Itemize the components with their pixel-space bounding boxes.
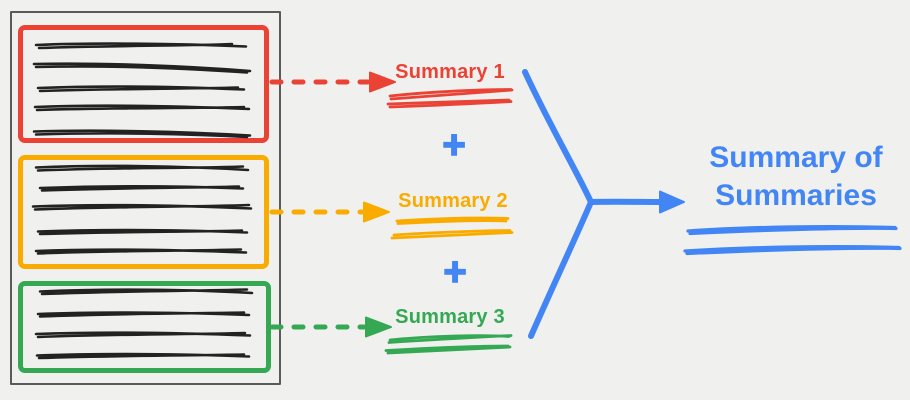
merge-arrow [522, 69, 685, 339]
result-scribble [683, 245, 902, 256]
summary-of-summaries-label: Summary of Summaries [709, 141, 883, 212]
merge-line-top [522, 69, 594, 205]
text-line-scribble [38, 185, 245, 192]
dashed-arrow-red [269, 71, 396, 93]
summary-1-scribble [386, 88, 514, 109]
summary-3-scribble [384, 334, 513, 355]
text-line-scribble [38, 288, 254, 296]
source-document [10, 11, 281, 385]
text-line-scribble [35, 352, 251, 360]
summary-1-label: Summary 1 [395, 61, 505, 83]
text-line-scribble [36, 228, 249, 236]
section-1-text-scribbles [32, 42, 252, 139]
text-line-scribble [32, 129, 252, 139]
text-line-scribble [34, 164, 250, 172]
summary-2-scribble [390, 216, 514, 240]
dashed-arrow-green [269, 316, 392, 338]
plus-operator-2: + [443, 250, 466, 294]
dashed-arrow-red-head [369, 71, 396, 93]
section-2-text-scribbles [31, 164, 253, 255]
text-line-scribble [33, 104, 251, 112]
merge-line-bottom [528, 199, 594, 339]
section-3-text-scribbles [34, 288, 254, 360]
text-line-scribble [36, 311, 251, 318]
text-line-scribble [34, 248, 248, 255]
dashed-arrow-orange [269, 201, 390, 223]
dashed-arrow-green-head [365, 316, 392, 338]
text-line-scribble [34, 331, 252, 339]
dashed-arrow-orange-head [363, 201, 390, 223]
text-line-scribble [36, 85, 246, 93]
result-scribble [686, 225, 898, 236]
document-section-2 [18, 155, 269, 269]
text-line-scribble [31, 203, 253, 211]
document-section-1 [18, 25, 269, 143]
plus-operator-1: + [442, 123, 465, 167]
text-line-scribble [32, 62, 252, 74]
text-line-scribble [34, 42, 248, 50]
merge-arrow-head [659, 190, 685, 214]
document-section-3 [18, 281, 271, 373]
summary-2-label: Summary 2 [398, 190, 508, 212]
summary-3-label: Summary 3 [395, 306, 505, 328]
